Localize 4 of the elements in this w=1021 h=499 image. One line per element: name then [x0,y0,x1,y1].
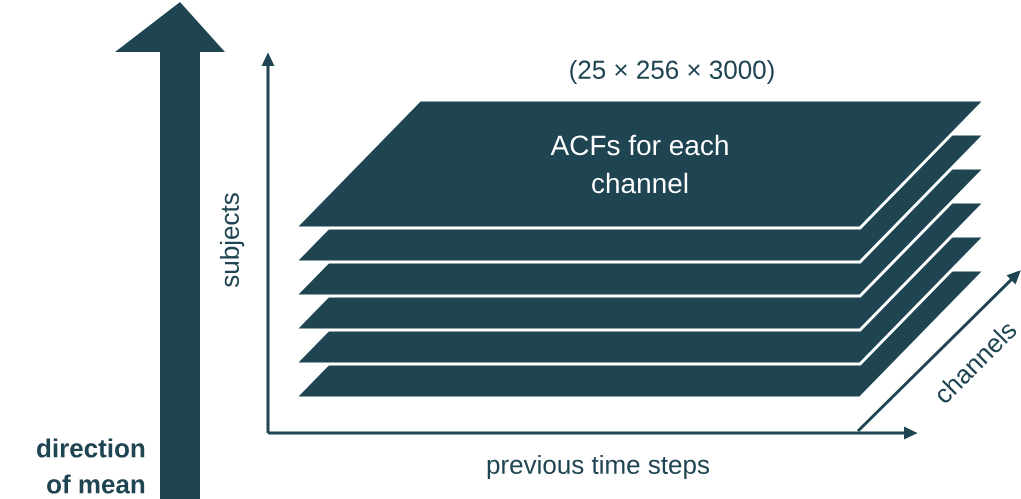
arrow-label: direction of mean [37,438,145,494]
dimension-label: (25 × 256 × 3000) [570,59,774,85]
axis-label: previous time steps [487,454,709,480]
axis-label: subjects [219,193,245,287]
